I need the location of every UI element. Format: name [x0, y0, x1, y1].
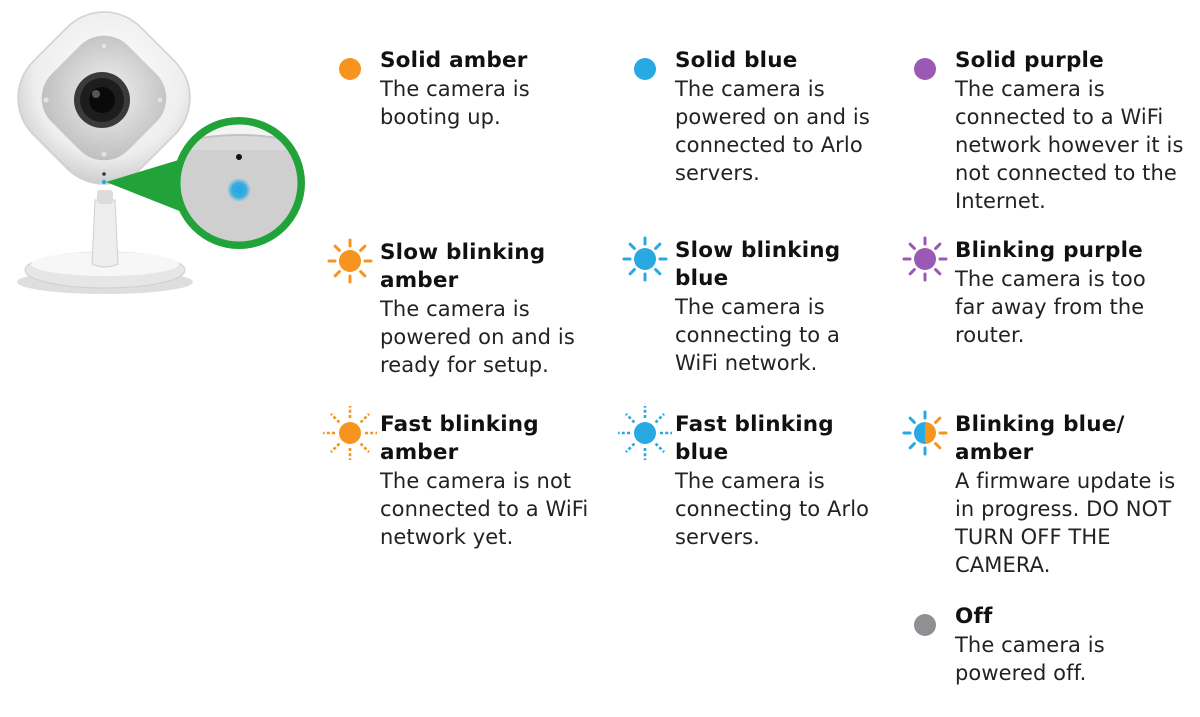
solid-dot-icon — [634, 58, 656, 80]
status-solid-amber: Solid amber The camera is booting up. — [339, 47, 640, 131]
status-blinking-blue-amber: Blinking blue/ amber A firmware update i… — [902, 410, 1200, 579]
status-description: The camera is connecting to a WiFi netwo… — [675, 295, 840, 375]
solid-dot-icon — [914, 58, 936, 80]
status-title: Solid amber — [380, 48, 528, 73]
status-description: The camera is too far away from the rout… — [955, 267, 1146, 347]
status-slow-blinking-blue: Slow blinking blue The camera is connect… — [622, 236, 935, 377]
fast-blink-sun-icon — [323, 406, 377, 460]
status-title: Solid purple — [955, 48, 1104, 73]
slow-blink-sun-icon — [902, 236, 948, 282]
status-title: Fast blinking blue — [675, 412, 834, 465]
status-title: Blinking blue/ amber — [955, 412, 1125, 465]
status-fast-blinking-amber: Fast blinking amber The camera is not co… — [323, 406, 640, 551]
status-description: The camera is powered on and is connecte… — [675, 77, 870, 185]
status-description: A firmware update is in progress. DO NOT… — [955, 469, 1176, 577]
status-description: The camera is powered on and is ready fo… — [380, 297, 575, 377]
solid-dot-icon — [339, 58, 361, 80]
status-title: Slow blinking blue — [675, 238, 841, 291]
camera-illustration — [17, 11, 305, 294]
status-description: The camera is connected to a WiFi networ… — [955, 77, 1184, 213]
status-description: The camera is connecting to Arlo servers… — [675, 469, 870, 549]
slow-blink-sun-icon — [327, 238, 373, 284]
slow-blink-sun-icon — [622, 236, 668, 282]
status-title: Fast blinking amber — [380, 412, 539, 465]
status-description: The camera is powered off. — [955, 633, 1105, 685]
status-fast-blinking-blue: Fast blinking blue The camera is connect… — [618, 406, 935, 551]
status-slow-blinking-amber: Slow blinking amber The camera is powere… — [327, 238, 640, 379]
split-sun-icon — [902, 410, 948, 456]
status-solid-blue: Solid blue The camera is powered on and … — [634, 47, 935, 187]
status-title: Blinking purple — [955, 238, 1143, 263]
status-off: Off The camera is powered off. — [914, 603, 1200, 687]
status-description: The camera is not connected to a WiFi ne… — [380, 469, 589, 549]
status-title: Off — [955, 604, 993, 629]
status-solid-purple: Solid purple The camera is connected to … — [914, 47, 1200, 215]
status-blinking-purple: Blinking purple The camera is too far aw… — [902, 236, 1200, 349]
status-description: The camera is booting up. — [380, 77, 530, 129]
solid-dot-icon — [914, 614, 936, 636]
fast-blink-sun-icon — [618, 406, 672, 460]
status-title: Solid blue — [675, 48, 798, 73]
status-title: Slow blinking amber — [380, 240, 546, 293]
